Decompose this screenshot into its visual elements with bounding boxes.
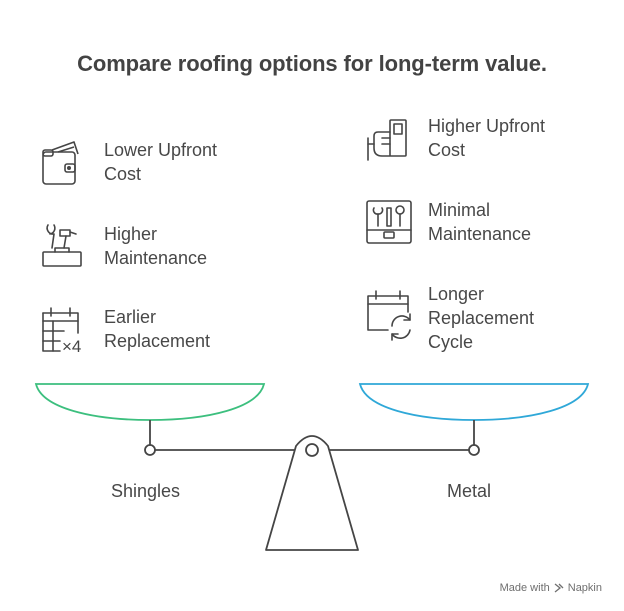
right-item-3-line-2: Replacement xyxy=(428,308,535,328)
right-item-replacement: Longer Replacement Cycle xyxy=(364,282,584,360)
left-joint xyxy=(144,444,156,456)
fulcrum-pivot xyxy=(305,443,319,457)
tool-case-icon xyxy=(366,200,412,244)
left-item-3-line-2: Replacement xyxy=(104,331,211,351)
multiplier-badge: ×4 xyxy=(62,337,81,355)
toolbox-icon xyxy=(42,224,82,267)
hand-cash-icon xyxy=(367,119,407,161)
footer-made-with: Made with xyxy=(499,582,550,594)
calendar-icon: ×4 xyxy=(42,307,81,355)
right-option-label: Metal xyxy=(447,481,492,501)
left-pan xyxy=(34,383,266,421)
right-joint xyxy=(468,444,480,456)
right-pan xyxy=(358,383,590,421)
right-item-2-line-1: Minimal xyxy=(428,200,491,220)
left-item-1-line-1: Lower Upfront xyxy=(104,140,218,160)
footer-attribution: Made with Napkin xyxy=(500,582,602,594)
wallet-icon xyxy=(42,141,79,185)
left-item-2-line-1: Higher xyxy=(104,224,158,244)
fulcrum xyxy=(265,435,359,551)
right-item-2-line-2: Maintenance xyxy=(428,224,532,244)
right-item-3-line-1: Longer xyxy=(428,284,485,304)
left-item-2-line-2: Maintenance xyxy=(104,248,208,268)
napkin-logo-icon xyxy=(554,583,564,593)
left-item-replacement: ×4 Earlier Replacement xyxy=(40,305,250,359)
left-item-3-line-1: Earlier xyxy=(104,307,157,327)
left-option-label: Shingles xyxy=(111,481,181,501)
right-item-upfront-cost: Higher Upfront Cost xyxy=(364,114,584,168)
right-item-3-line-3: Cycle xyxy=(428,332,474,352)
right-item-maintenance: Minimal Maintenance xyxy=(364,198,584,252)
left-item-maintenance: Higher Maintenance xyxy=(40,222,240,276)
left-item-1-line-2: Cost xyxy=(104,164,142,184)
page-title: Compare roofing options for long-term va… xyxy=(77,51,547,76)
footer-brand: Napkin xyxy=(567,582,602,594)
right-item-1-line-1: Higher Upfront xyxy=(428,116,546,136)
right-item-1-line-2: Cost xyxy=(428,140,466,160)
left-item-upfront-cost: Lower Upfront Cost xyxy=(40,138,240,192)
calendar-refresh-icon xyxy=(367,290,411,341)
